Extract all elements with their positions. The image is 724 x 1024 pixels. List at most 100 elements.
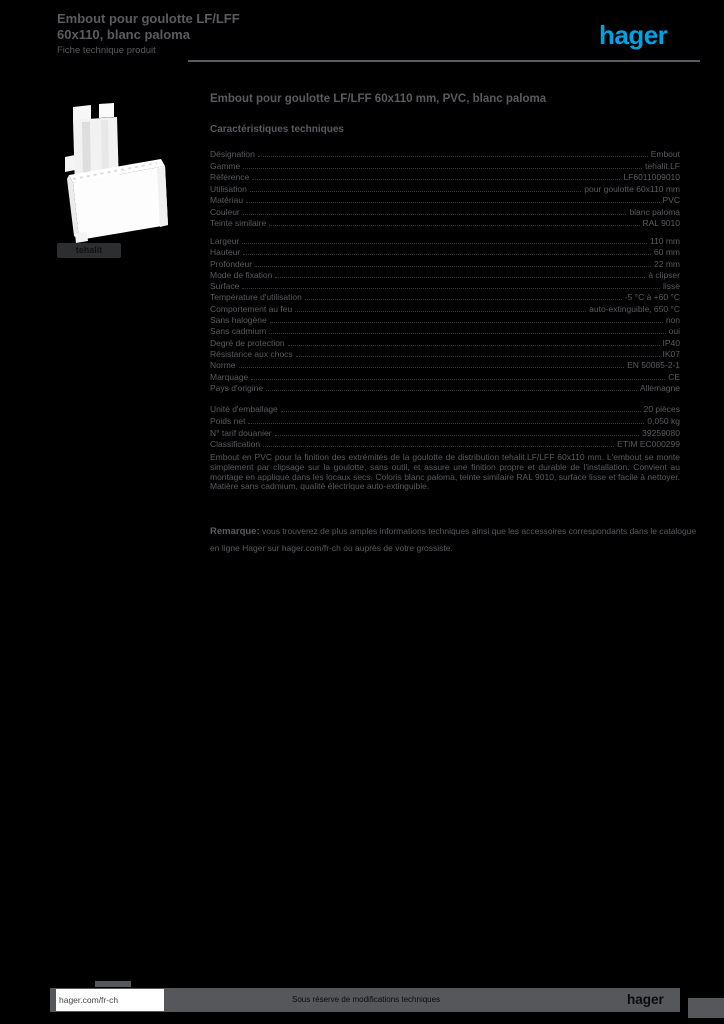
header-divider <box>188 60 700 62</box>
spec-label: Couleur <box>210 206 240 217</box>
hager-logo: hager <box>599 20 668 50</box>
spec-label: Pays d'origine <box>210 382 264 393</box>
section-heading: Caractéristiques techniques <box>210 124 344 135</box>
spec-row: Marquage CE <box>210 372 680 383</box>
footer-link-box: hager.com/fr-ch <box>56 989 164 1011</box>
spec-label: Surface <box>210 281 240 292</box>
dotted-leader <box>275 276 646 278</box>
dotted-leader <box>243 167 643 169</box>
spec-label: N° tarif douanier <box>210 427 272 438</box>
dotted-leader <box>266 389 637 391</box>
spec-value: pour goulotte 60x110 mm <box>584 183 680 194</box>
spec-label: Marquage <box>210 371 249 382</box>
dotted-leader <box>257 156 648 157</box>
spec-label: Gamme <box>210 160 241 171</box>
spec-value: EN 50085-2-1 <box>627 360 680 371</box>
spec-value: Embout <box>650 149 680 159</box>
spec-label: Température d'utilisation <box>210 292 302 303</box>
dotted-leader <box>255 265 652 267</box>
footer-hager-logo: hager <box>627 992 664 1007</box>
dotted-leader <box>269 333 666 335</box>
spec-value: oui <box>668 326 680 337</box>
dotted-leader <box>242 243 647 244</box>
spec-row: Comportement au feu auto-extinguible, 650… <box>210 304 680 315</box>
spec-row: Sans cadmium oui <box>210 326 680 337</box>
dotted-leader <box>295 355 660 357</box>
spec-row: Sans halogène non <box>210 315 680 326</box>
spec-row: Couleur blanc paloma <box>210 207 680 219</box>
spec-label: Matériau <box>210 195 244 205</box>
spec-label: Utilisation <box>210 183 247 194</box>
note-paragraph: Remarque: vous trouverez de plus amples … <box>210 523 700 557</box>
spec-row: Pays d'origine Allemagne <box>210 383 680 394</box>
spec-value: auto-extinguible, 650 °C <box>589 303 680 314</box>
spec-row: Désignation Embout <box>210 149 680 161</box>
spec-label: Classification <box>210 439 261 450</box>
spec-value: 0,050 kg <box>647 415 680 426</box>
spec-label: Comportement au feu <box>210 303 293 314</box>
spec-value: non <box>665 315 680 326</box>
dotted-leader <box>280 411 641 412</box>
spec-value: tehalit.LF <box>645 160 680 171</box>
footer-link[interactable]: hager.com/fr-ch <box>59 995 119 1005</box>
spec-value: CE <box>668 371 680 382</box>
spec-row: Matériau PVC <box>210 195 680 207</box>
spec-row: Température d'utilisation -5 °C à +60 °C <box>210 292 680 303</box>
dotted-leader <box>269 322 663 324</box>
spec-row: Gamme tehalit.LF <box>210 161 680 173</box>
product-photo <box>57 93 175 243</box>
spec-row: Profondeur 22 mm <box>210 259 680 270</box>
dotted-leader <box>251 378 666 380</box>
spec-label: Poids net <box>210 415 246 426</box>
dotted-leader <box>246 202 660 203</box>
spec-value: à clipser <box>648 269 680 280</box>
spec-value: 20 pièces <box>643 404 680 414</box>
spec-group-1: Désignation Embout Gamme tehalit.LF Référe… <box>210 149 680 230</box>
spec-label: Largeur <box>210 236 240 246</box>
dotted-leader <box>243 254 652 256</box>
footer-notch <box>95 981 131 987</box>
spec-value: -5 °C à +60 °C <box>624 292 680 303</box>
product-heading: Embout pour goulotte LF/LFF 60x110 mm, P… <box>210 93 547 105</box>
spec-label: Sans halogène <box>210 315 267 326</box>
footer-corner-block <box>688 998 724 1018</box>
trunking-end-cap-image <box>65 103 168 243</box>
footer-center-text: Sous réserve de modifications techniques <box>292 995 441 1004</box>
dotted-leader <box>238 367 625 369</box>
dotted-leader <box>252 179 621 180</box>
spec-label: Profondeur <box>210 258 253 269</box>
spec-value: lisse <box>662 281 680 292</box>
spec-label: Sans cadmium <box>210 326 267 337</box>
spec-label: Désignation <box>210 149 255 159</box>
spec-row: Poids net 0,050 kg <box>210 416 680 428</box>
page-title: Embout pour goulotte LF/LFF 60x110, blan… <box>57 11 240 42</box>
spec-label: Degré de protection <box>210 337 285 348</box>
spec-value: blanc paloma <box>629 206 680 217</box>
spec-row: Utilisation pour goulotte 60x110 mm <box>210 184 680 196</box>
dotted-leader <box>263 446 615 448</box>
spec-label: Mode de fixation <box>210 269 273 280</box>
spec-row: Surface lisse <box>210 281 680 292</box>
spec-value: IK07 <box>662 348 681 359</box>
spec-value: Allemagne <box>639 382 680 393</box>
doc-type-label: Fiche technique produit <box>57 45 156 56</box>
dotted-leader <box>304 299 622 301</box>
spec-value: PVC <box>662 195 680 205</box>
dotted-leader <box>274 434 640 436</box>
dotted-leader <box>249 190 582 192</box>
dotted-leader <box>242 288 660 290</box>
spec-value: 22 mm <box>654 258 680 269</box>
dotted-leader <box>242 213 627 215</box>
dotted-leader <box>248 422 645 424</box>
title-line-1: Embout pour goulotte LF/LFF <box>57 11 240 26</box>
